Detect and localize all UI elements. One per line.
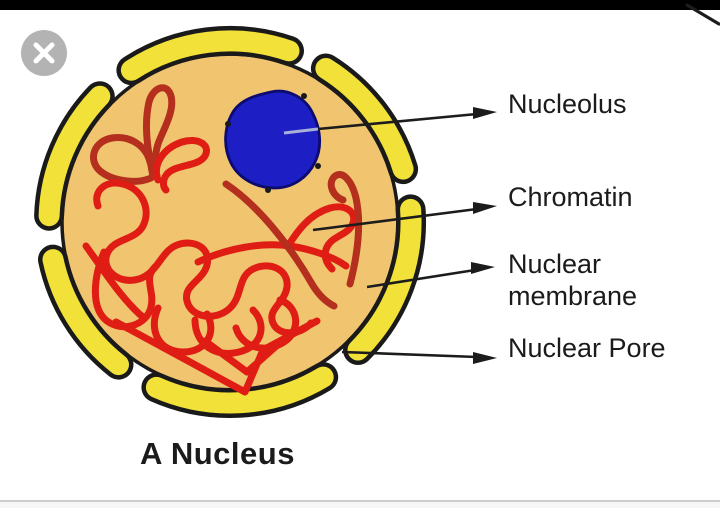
footer-divider [0,500,720,502]
label-nuclear-pore: Nuclear Pore [508,333,666,363]
chromatin-arrow-line [312,207,478,232]
chromatin-strand [82,242,148,322]
chromatin-strand [90,84,176,185]
membrane-segment-bottomleft [42,249,129,376]
membrane-segment-left [38,85,111,227]
chromatin-strand [153,137,210,194]
pore-arrow-line [341,350,478,359]
chromatin-strand [112,317,321,396]
labels: Nucleolus Chromatin Nuclear membrane Nuc… [140,89,666,471]
nucleolus-arrow-line [317,112,478,131]
footer-strip [0,502,720,508]
membrane-segment-top [120,30,300,81]
membrane-segment-right [347,198,422,361]
label-nucleolus: Nucleolus [508,89,627,119]
chromatin-arrowhead [473,202,497,214]
pore-arrowhead [473,352,497,364]
chromatin-strand [222,180,338,310]
figure-title: A Nucleus [140,436,295,471]
nucleolus [224,89,322,193]
nuclear-membrane [34,26,427,418]
nucleus-diagram [34,26,427,418]
label-arrows [283,107,497,364]
nucleolus-arrowhead [473,107,497,119]
membrane-segment-topright [315,58,414,180]
chromatin-strands [82,84,363,396]
membrane-arrowhead [471,262,495,274]
label-nuclear-membrane-line1: Nuclear [508,249,601,279]
close-button[interactable] [21,30,67,76]
label-nuclear-membrane-line2: membrane [508,281,637,311]
nucleolus-nub [265,187,271,193]
nucleolus-nub [225,121,231,127]
top-bar [0,0,720,10]
chromatin-strand [93,179,315,337]
nucleolus-body [224,89,322,190]
nucleolus-nub [315,163,321,169]
membrane-arrow-line [366,268,476,289]
close-icon [33,42,55,64]
membrane-segment-bottom [145,366,334,414]
close-icon-stroke [33,42,55,64]
chromatin-strand [327,171,363,288]
label-chromatin: Chromatin [508,182,633,212]
cropped-stroke [685,3,720,26]
nucleolus-nub [301,93,307,99]
nucleolus-arrow-tail [283,127,319,135]
